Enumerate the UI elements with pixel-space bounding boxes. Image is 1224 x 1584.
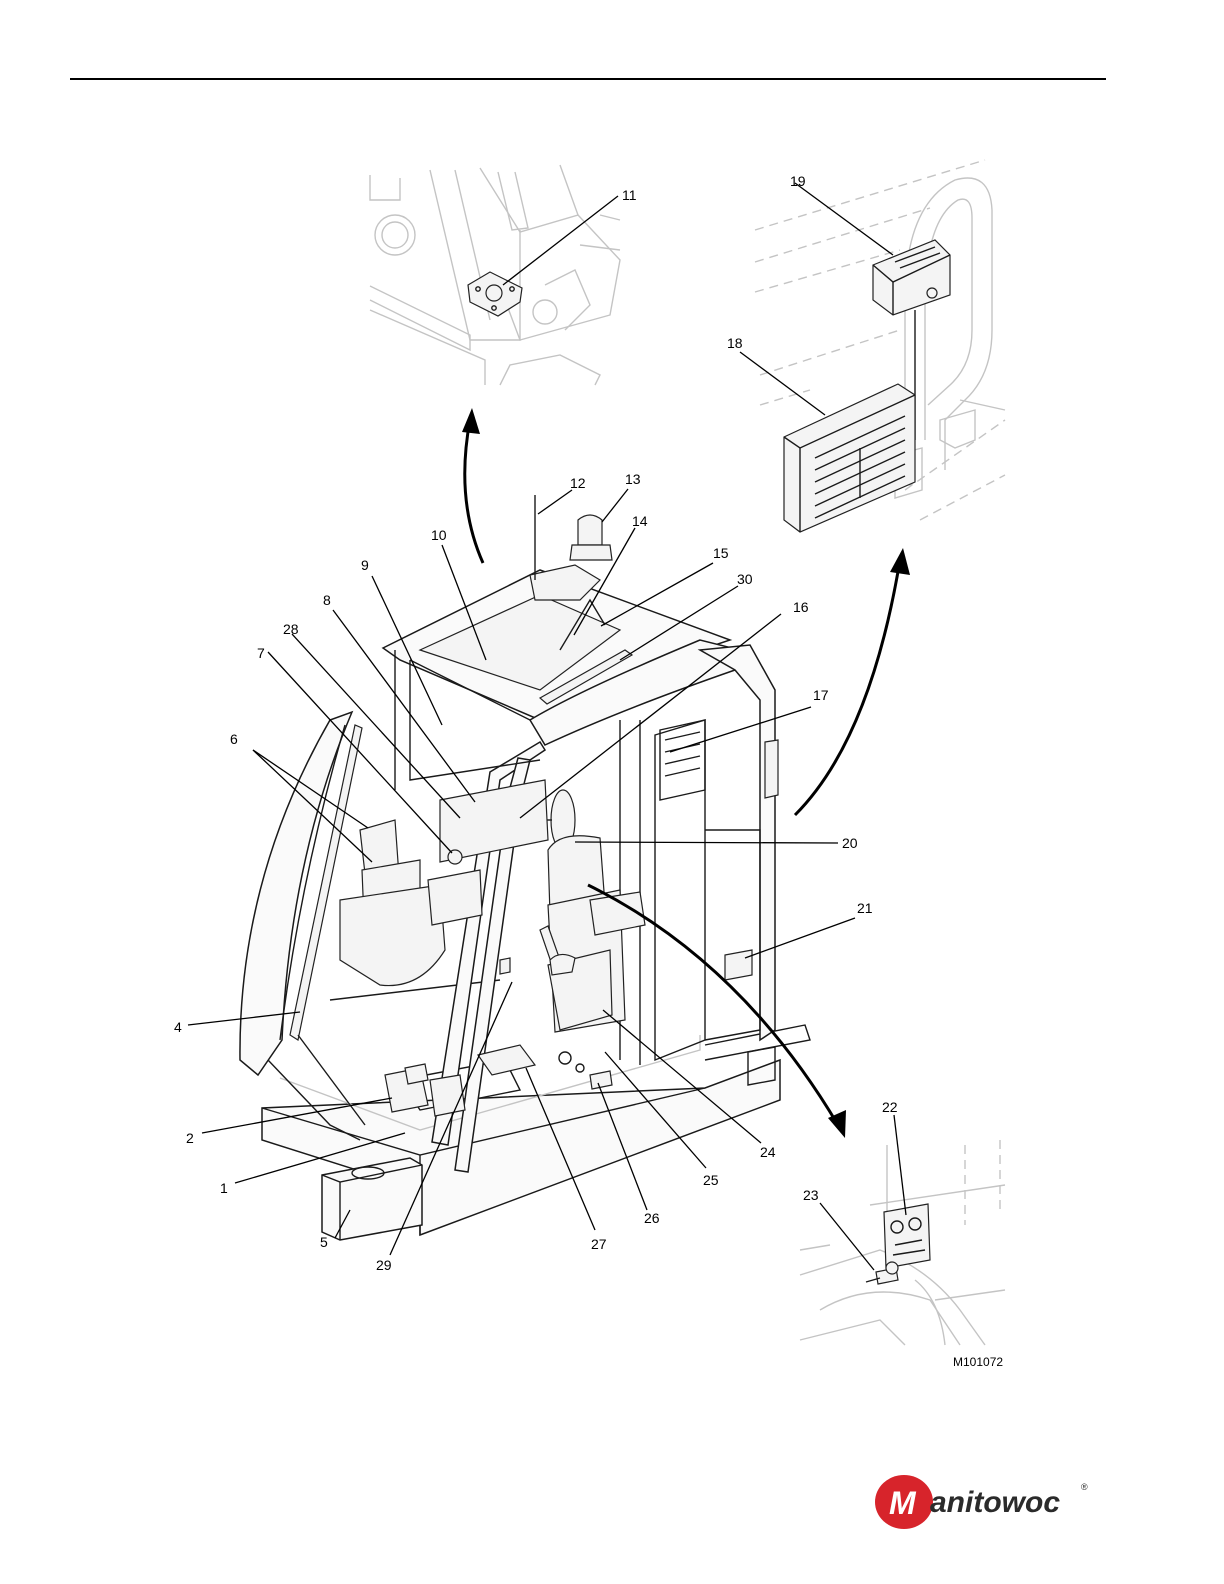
callout-23: 23 [803, 1187, 819, 1203]
callout-11: 11 [622, 187, 637, 203]
callout-29: 29 [376, 1257, 392, 1273]
callout-22: 22 [882, 1099, 898, 1115]
logo-wordmark: anitowoc [930, 1486, 1060, 1519]
callout-28: 28 [283, 621, 299, 637]
callout-26: 26 [644, 1210, 660, 1226]
callout-8: 8 [323, 592, 331, 608]
callout-15: 15 [713, 545, 729, 561]
detail-inset-22-23 [800, 1140, 1005, 1345]
detail-inset-11 [370, 165, 620, 385]
callout-10: 10 [431, 527, 447, 543]
callout-1: 1 [220, 1180, 228, 1196]
figure-id: M101072 [953, 1355, 1003, 1369]
callout-17: 17 [813, 687, 829, 703]
callout-12: 12 [570, 475, 586, 491]
callout-16: 16 [793, 599, 809, 615]
callout-18: 18 [727, 335, 743, 351]
callout-4: 4 [174, 1019, 182, 1035]
callout-14: 14 [632, 513, 648, 529]
callout-13: 13 [625, 471, 641, 487]
callout-6: 6 [230, 731, 238, 747]
callout-19: 19 [790, 173, 806, 189]
callout-2: 2 [186, 1130, 194, 1146]
callout-20: 20 [842, 835, 858, 851]
callout-labels: 1 2 4 5 6 7 8 9 10 11 12 13 14 15 16 17 … [174, 173, 1003, 1369]
manitowoc-logo: M anitowoc ® [875, 1475, 1088, 1529]
detail-inset-18-19 [755, 160, 1005, 532]
callout-30: 30 [737, 571, 753, 587]
callout-21: 21 [857, 900, 873, 916]
callout-9: 9 [361, 557, 369, 573]
logo-registered: ® [1081, 1482, 1088, 1492]
callout-7: 7 [257, 645, 265, 661]
callout-5: 5 [320, 1234, 328, 1250]
logo-initial: M [889, 1485, 917, 1521]
callout-27: 27 [591, 1236, 607, 1252]
flow-arrows [462, 408, 910, 1138]
callout-25: 25 [703, 1172, 719, 1188]
callout-24: 24 [760, 1144, 776, 1160]
